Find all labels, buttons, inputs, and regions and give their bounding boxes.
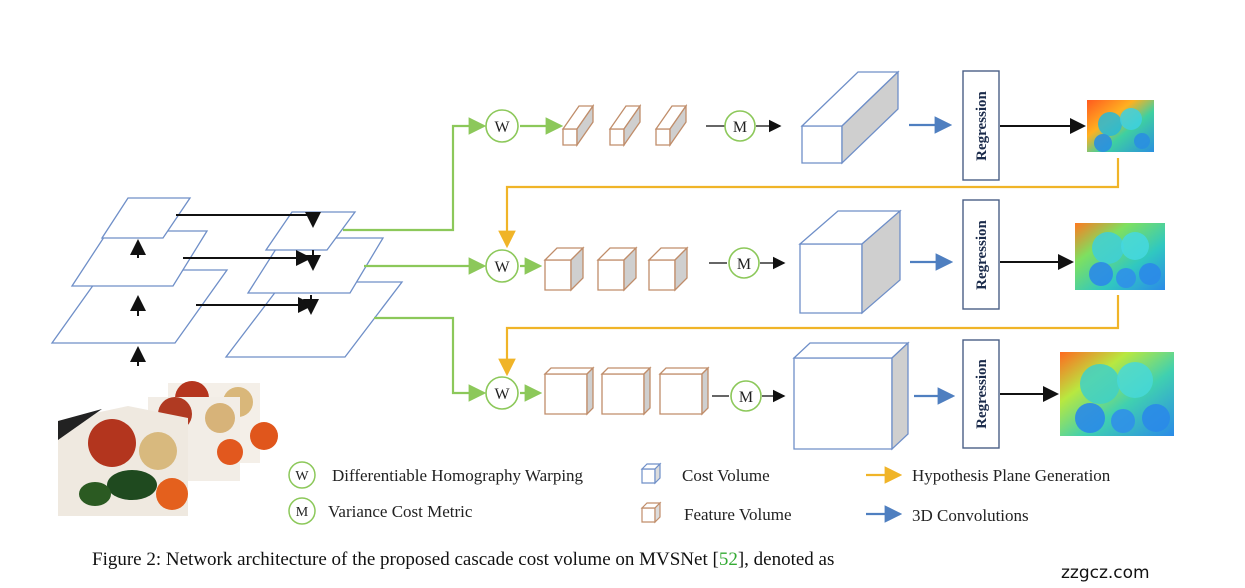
watermark: zzgcz.com	[1061, 563, 1150, 583]
legend-conv3d: 3D Convolutions	[866, 505, 1029, 525]
legend-metric: M Variance Cost Metric	[288, 497, 473, 525]
pyramid-plane-small	[100, 197, 192, 239]
regression-box-1: Regression	[962, 70, 1000, 181]
regression-label: Regression	[974, 90, 990, 160]
feature-volume	[543, 366, 595, 416]
feature-volume	[543, 246, 585, 292]
feature-volumes-row-1	[561, 103, 688, 148]
figure-caption: Figure 2: Network architecture of the pr…	[92, 549, 834, 571]
cost-volume-icon	[640, 462, 662, 485]
input-images	[58, 381, 278, 516]
input-image-front	[58, 406, 188, 516]
depth-map-2	[1075, 223, 1165, 290]
metric-node-label: M	[737, 256, 751, 273]
legend-metric-symbol: M	[296, 505, 309, 520]
feature-volume	[658, 366, 710, 416]
warp-node-label: W	[494, 386, 510, 403]
warp-node-2: W	[485, 249, 519, 283]
regression-box-2: Regression	[962, 199, 1000, 310]
legend-warp: W Differentiable Homography Warping	[288, 461, 584, 489]
legend-cost-volume: Cost Volume	[640, 462, 770, 485]
depth-output-arrows	[1000, 118, 1086, 402]
warp-node-3: W	[485, 376, 519, 410]
feature-volume	[596, 246, 638, 292]
feature-pyramid-left	[50, 197, 229, 344]
regression-box-3: Regression	[962, 339, 1000, 449]
depth-map-3	[1060, 352, 1174, 436]
legend-hypothesis: Hypothesis Plane Generation	[866, 466, 1111, 485]
legend-conv3d-label: 3D Convolutions	[912, 506, 1029, 525]
metric-node-label: M	[733, 119, 747, 136]
pyramid-plane-medium	[70, 230, 209, 287]
depth-map-1	[1087, 100, 1154, 152]
metric-node-2: M	[728, 247, 760, 279]
legend-warp-label: Differentiable Homography Warping	[332, 466, 584, 485]
metric-node-3: M	[730, 380, 762, 412]
cost-volume-1	[800, 70, 900, 165]
conv3d-arrows	[909, 116, 956, 405]
legend-hypothesis-label: Hypothesis Plane Generation	[912, 466, 1111, 485]
legend-warp-symbol: W	[295, 469, 309, 484]
feature-volume	[608, 103, 642, 148]
metric-node-1: M	[724, 110, 756, 142]
warp-node-1: W	[485, 109, 519, 143]
warp-node-label: W	[494, 259, 510, 276]
feature-pyramid-right	[224, 211, 404, 358]
feature-volumes-row-3	[543, 366, 710, 416]
legend-metric-label: Variance Cost Metric	[328, 502, 473, 521]
caption-suffix: ], denoted as	[737, 549, 835, 570]
cost-volume-3	[792, 341, 910, 451]
legend: W Differentiable Homography Warping M Va…	[288, 461, 1111, 525]
caption-reference-link[interactable]: 52	[718, 549, 738, 570]
feature-volume	[561, 103, 595, 148]
pyramid-plane-large-2	[224, 281, 404, 358]
metric-connectors	[706, 119, 786, 403]
legend-feature-volume: Feature Volume	[640, 501, 792, 524]
cost-volume-2	[798, 209, 902, 315]
legend-cost-volume-label: Cost Volume	[682, 466, 770, 485]
caption-prefix: Figure 2: Network architecture of the pr…	[92, 549, 719, 570]
legend-feature-volume-label: Feature Volume	[684, 505, 792, 524]
metric-node-label: M	[739, 389, 753, 406]
lateral-arrows	[176, 212, 321, 315]
warp-node-label: W	[494, 119, 510, 136]
regression-label: Regression	[974, 219, 990, 289]
feature-volume	[654, 103, 688, 148]
hypothesis-paths	[498, 158, 1120, 377]
regression-label: Regression	[974, 358, 990, 428]
feature-volume	[647, 246, 689, 292]
feature-volume-icon	[640, 501, 662, 524]
feature-volume	[600, 366, 652, 416]
feature-volumes-row-2	[543, 246, 689, 292]
green-feature-paths	[343, 117, 564, 402]
